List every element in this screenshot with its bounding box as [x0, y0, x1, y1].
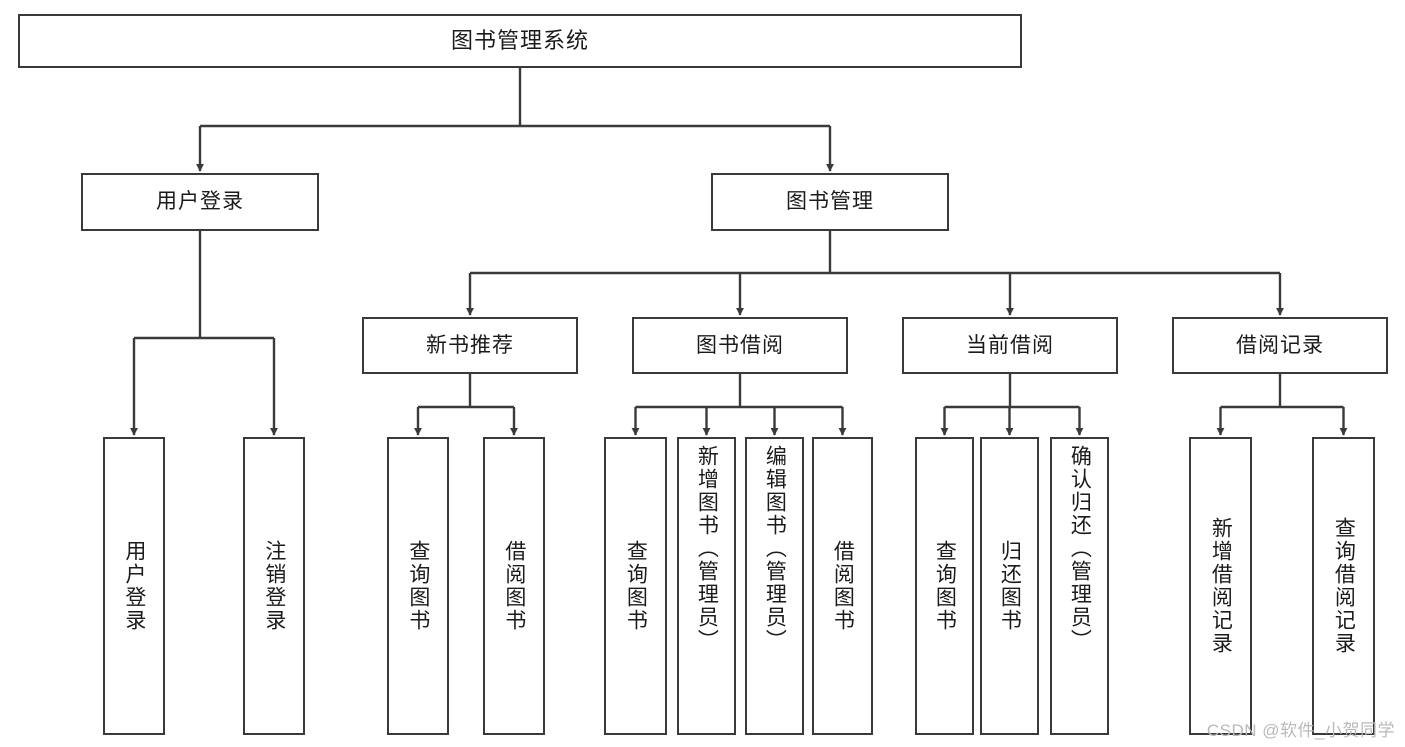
node-label: 注销登录: [262, 540, 286, 632]
leaf-node-2[interactable]: 查询图书: [387, 437, 449, 735]
node-label: 查询借阅记录: [1332, 517, 1356, 655]
node-label: 用户登录: [122, 540, 146, 632]
node-label: 借阅记录: [1236, 333, 1324, 357]
level1-node-0[interactable]: 用户登录: [81, 173, 319, 231]
node-label: 当前借阅: [966, 333, 1054, 357]
leaf-node-9[interactable]: 归还图书: [980, 437, 1039, 735]
node-label: 用户登录: [156, 190, 244, 214]
node-label: 查询图书: [624, 540, 648, 632]
level2-node-3[interactable]: 借阅记录: [1172, 317, 1388, 374]
node-label: 图书管理系统: [450, 27, 589, 53]
leaf-node-4[interactable]: 查询图书: [604, 437, 667, 735]
node-label: 新书推荐: [426, 333, 514, 357]
node-label: 归还图书: [998, 540, 1022, 632]
watermark: CSDN @软件_小贺同学: [1206, 721, 1395, 740]
level2-node-1[interactable]: 图书借阅: [632, 317, 848, 374]
leaf-node-12[interactable]: 查询借阅记录: [1312, 437, 1375, 735]
node-label: 编辑图书（管理员）: [763, 445, 787, 652]
node-label: 查询图书: [406, 540, 430, 632]
leaf-node-11[interactable]: 新增借阅记录: [1189, 437, 1252, 735]
node-label: 借阅图书: [502, 540, 526, 632]
root-node-book-management-system[interactable]: 图书管理系统: [18, 14, 1022, 68]
level2-node-0[interactable]: 新书推荐: [362, 317, 578, 374]
node-label: 借阅图书: [831, 540, 855, 632]
node-label: 查询图书: [933, 540, 957, 632]
leaf-node-1[interactable]: 注销登录: [243, 437, 305, 735]
leaf-node-10[interactable]: 确认归还（管理员）: [1050, 437, 1109, 735]
level2-node-2[interactable]: 当前借阅: [902, 317, 1118, 374]
leaf-node-8[interactable]: 查询图书: [915, 437, 974, 735]
node-label: 确认归还（管理员）: [1068, 445, 1092, 652]
node-label: 新增图书（管理员）: [695, 445, 719, 652]
leaf-node-5[interactable]: 新增图书（管理员）: [677, 437, 736, 735]
node-label: 图书管理: [786, 190, 874, 214]
leaf-node-3[interactable]: 借阅图书: [483, 437, 545, 735]
leaf-node-6[interactable]: 编辑图书（管理员）: [745, 437, 804, 735]
node-label: 图书借阅: [696, 333, 784, 357]
leaf-node-0[interactable]: 用户登录: [103, 437, 165, 735]
level1-node-1[interactable]: 图书管理: [711, 173, 949, 231]
node-label: 新增借阅记录: [1209, 517, 1233, 655]
leaf-node-7[interactable]: 借阅图书: [812, 437, 873, 735]
